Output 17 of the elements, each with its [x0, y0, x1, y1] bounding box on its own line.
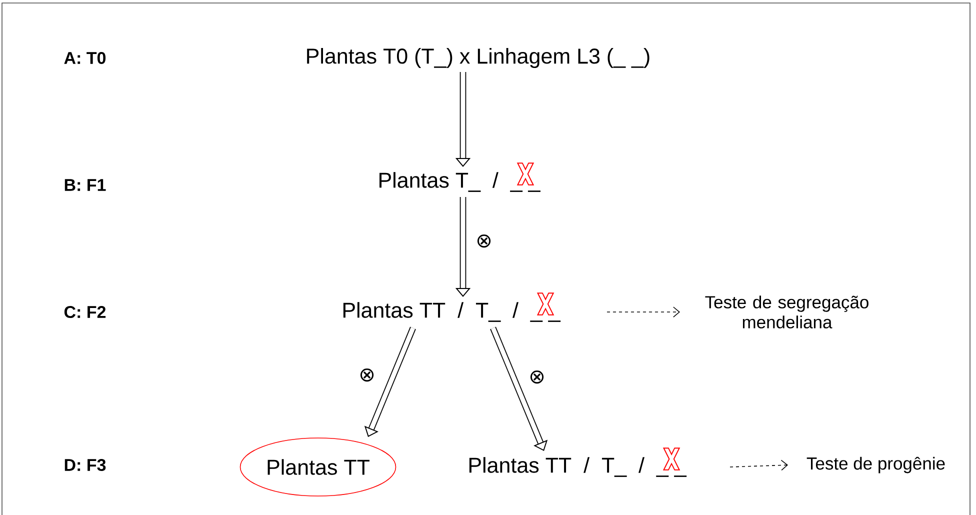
stage-label: D: F3: [64, 458, 106, 472]
selfing-symbol: ⊗: [360, 368, 374, 382]
genotype-text: Plantas TT / T_ / _ _: [343, 302, 561, 322]
genotype-text: Plantas TT / T_ / _ _: [469, 457, 687, 477]
test-note: Teste de segregação mendeliana: [705, 296, 868, 328]
stage-label: C: F2: [64, 306, 106, 318]
selfing-symbol: ⊗: [477, 234, 491, 248]
selfing-symbol: ⊗: [530, 370, 544, 384]
stage-label: B: F1: [64, 179, 106, 191]
test-note: Teste de progênie: [806, 456, 945, 474]
genotype-text: Plantas T_ / _ _: [380, 172, 540, 192]
dashed-arrow: [730, 460, 788, 471]
genotype-text: Plantas T0 (T_) x Linhagem L3 (_ _): [307, 48, 650, 68]
dashed-arrow: [606, 306, 680, 318]
circled-genotype: Plantas TT: [240, 438, 396, 496]
hollow-arrow: [490, 326, 548, 451]
stage-label: A: T0: [64, 52, 106, 64]
